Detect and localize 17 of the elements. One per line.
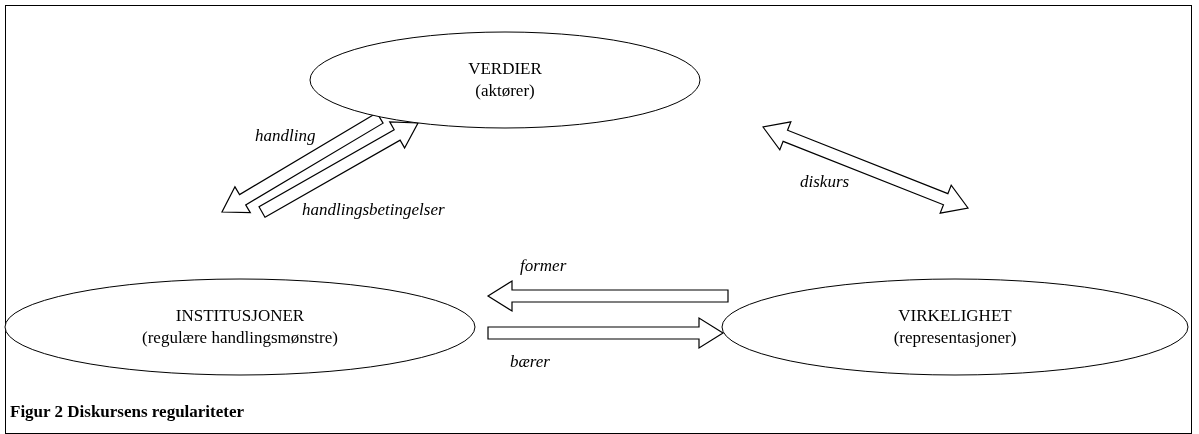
block-arrow — [486, 279, 729, 313]
edge-label: handling — [255, 126, 316, 146]
node-subtitle: (representasjoner) — [893, 327, 1017, 349]
edge-label: handlingsbetingelser — [302, 200, 445, 220]
node-subtitle: (regulære handlingsmønstre) — [142, 327, 338, 349]
ellipse-node — [310, 32, 700, 128]
node-title: INSTITUSJONER — [175, 305, 305, 327]
figure-caption: Figur 2 Diskursens regulariteter — [10, 402, 245, 422]
node-subtitle: (aktører) — [475, 80, 535, 102]
ellipse-node — [5, 279, 475, 375]
node-title: VIRKELIGHET — [898, 305, 1012, 327]
block-arrow — [761, 121, 970, 214]
block-arrow — [258, 121, 419, 219]
ellipse-node — [722, 279, 1188, 375]
edge-label: former — [520, 256, 567, 276]
block-arrow — [487, 316, 725, 350]
node-title: VERDIER — [468, 58, 542, 80]
